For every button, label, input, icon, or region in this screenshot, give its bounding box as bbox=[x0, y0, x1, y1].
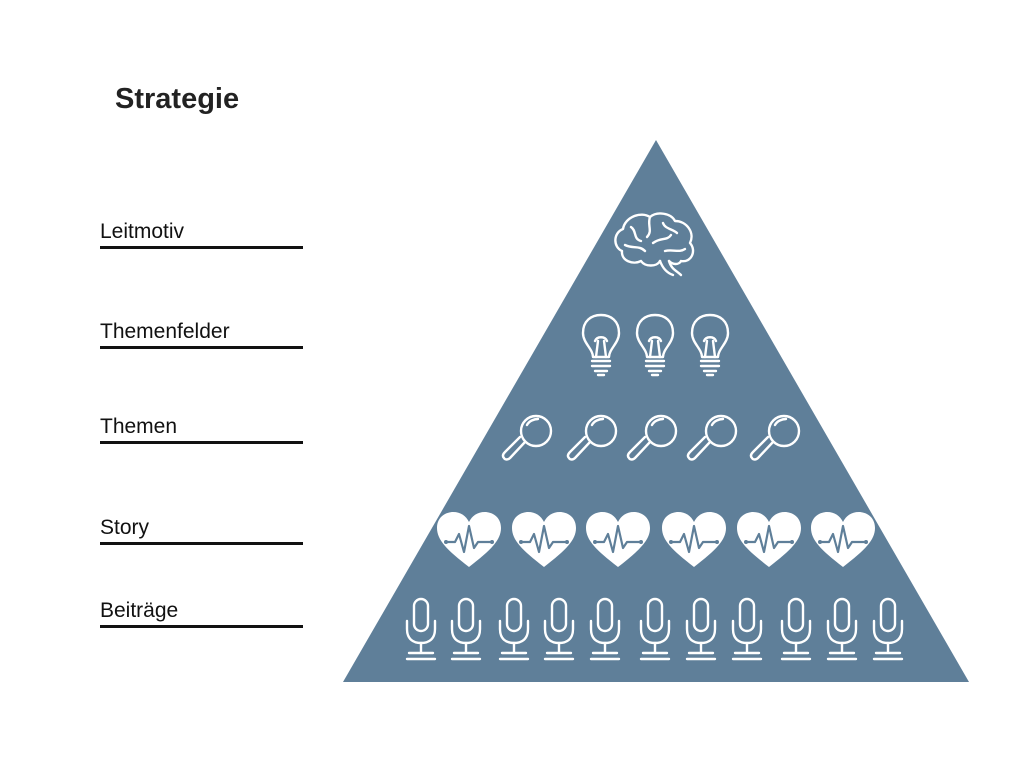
magnifier-icon bbox=[686, 414, 738, 461]
microphone-icon bbox=[826, 597, 858, 661]
heartbeat-icon bbox=[811, 512, 875, 567]
brain-icon bbox=[614, 212, 695, 277]
heartbeat-icon bbox=[437, 512, 501, 567]
pyramid-shape bbox=[343, 140, 969, 682]
magnifier-icon bbox=[501, 414, 553, 461]
heartbeat-icon bbox=[737, 512, 801, 567]
page-title: Strategie bbox=[115, 83, 240, 115]
microphone-icon bbox=[405, 597, 437, 661]
level-label-beitraege: Beiträge bbox=[100, 599, 303, 628]
magnifier-icon bbox=[626, 414, 678, 461]
magnifier-icon bbox=[566, 414, 618, 461]
level-label-themenfelder: Themenfelder bbox=[100, 320, 303, 349]
magnifier-icon bbox=[749, 414, 801, 461]
heartbeat-icon bbox=[662, 512, 726, 567]
level-label-leitmotiv: Leitmotiv bbox=[100, 220, 303, 249]
heartbeat-icon bbox=[512, 512, 576, 567]
microphone-icon bbox=[498, 597, 530, 661]
microphone-icon bbox=[780, 597, 812, 661]
lightbulb-icon bbox=[690, 313, 730, 377]
microphone-icon bbox=[639, 597, 671, 661]
pyramid-icons bbox=[405, 212, 904, 661]
microphone-icon bbox=[685, 597, 717, 661]
microphone-icon bbox=[731, 597, 763, 661]
microphone-icon bbox=[589, 597, 621, 661]
level-label-story: Story bbox=[100, 516, 303, 545]
lightbulb-icon bbox=[635, 313, 675, 377]
level-label-themen: Themen bbox=[100, 415, 303, 444]
microphone-icon bbox=[450, 597, 482, 661]
microphone-icon bbox=[872, 597, 904, 661]
lightbulb-icon bbox=[581, 313, 621, 377]
microphone-icon bbox=[543, 597, 575, 661]
heartbeat-icon bbox=[586, 512, 650, 567]
